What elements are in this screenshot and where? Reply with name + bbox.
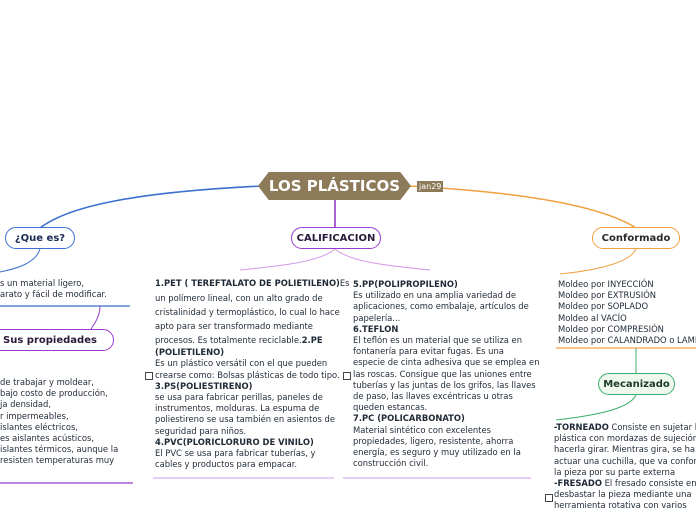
node-mecanizado[interactable]: Mecanizado <box>598 373 675 395</box>
mecanizado-text: -TORNEADO Consiste en sujetar l plástica… <box>554 422 696 511</box>
checkbox-icon[interactable] <box>343 372 351 380</box>
date-badge: jan29 <box>417 181 444 192</box>
propiedades-text: de trabajar y moldear, bajo costo de pro… <box>0 377 119 466</box>
node-calificacion[interactable]: CALIFICACION <box>291 227 381 249</box>
node-conformado[interactable]: Conformado <box>592 227 680 249</box>
conformado-list: Moldeo por INYECCIÓN Moldeo por EXTRUSIÓ… <box>558 279 696 346</box>
que-es-text: s un material ligero, arato y fácil de m… <box>0 278 107 300</box>
central-topic[interactable]: LOS PLÁSTICOS <box>258 172 411 200</box>
checkbox-icon[interactable] <box>145 372 153 380</box>
calificacion-left-text: 1.PET ( TEREFTALATO DE POLIETILENO)Es un… <box>155 278 350 470</box>
node-propiedades[interactable]: Sus propiedades <box>0 329 114 351</box>
node-que-es[interactable]: ¿Que es? <box>5 227 75 249</box>
checkbox-icon[interactable] <box>545 494 553 502</box>
calificacion-right-text: 5.PP(POLIPROPILENO) Es utilizado en una … <box>353 279 540 469</box>
